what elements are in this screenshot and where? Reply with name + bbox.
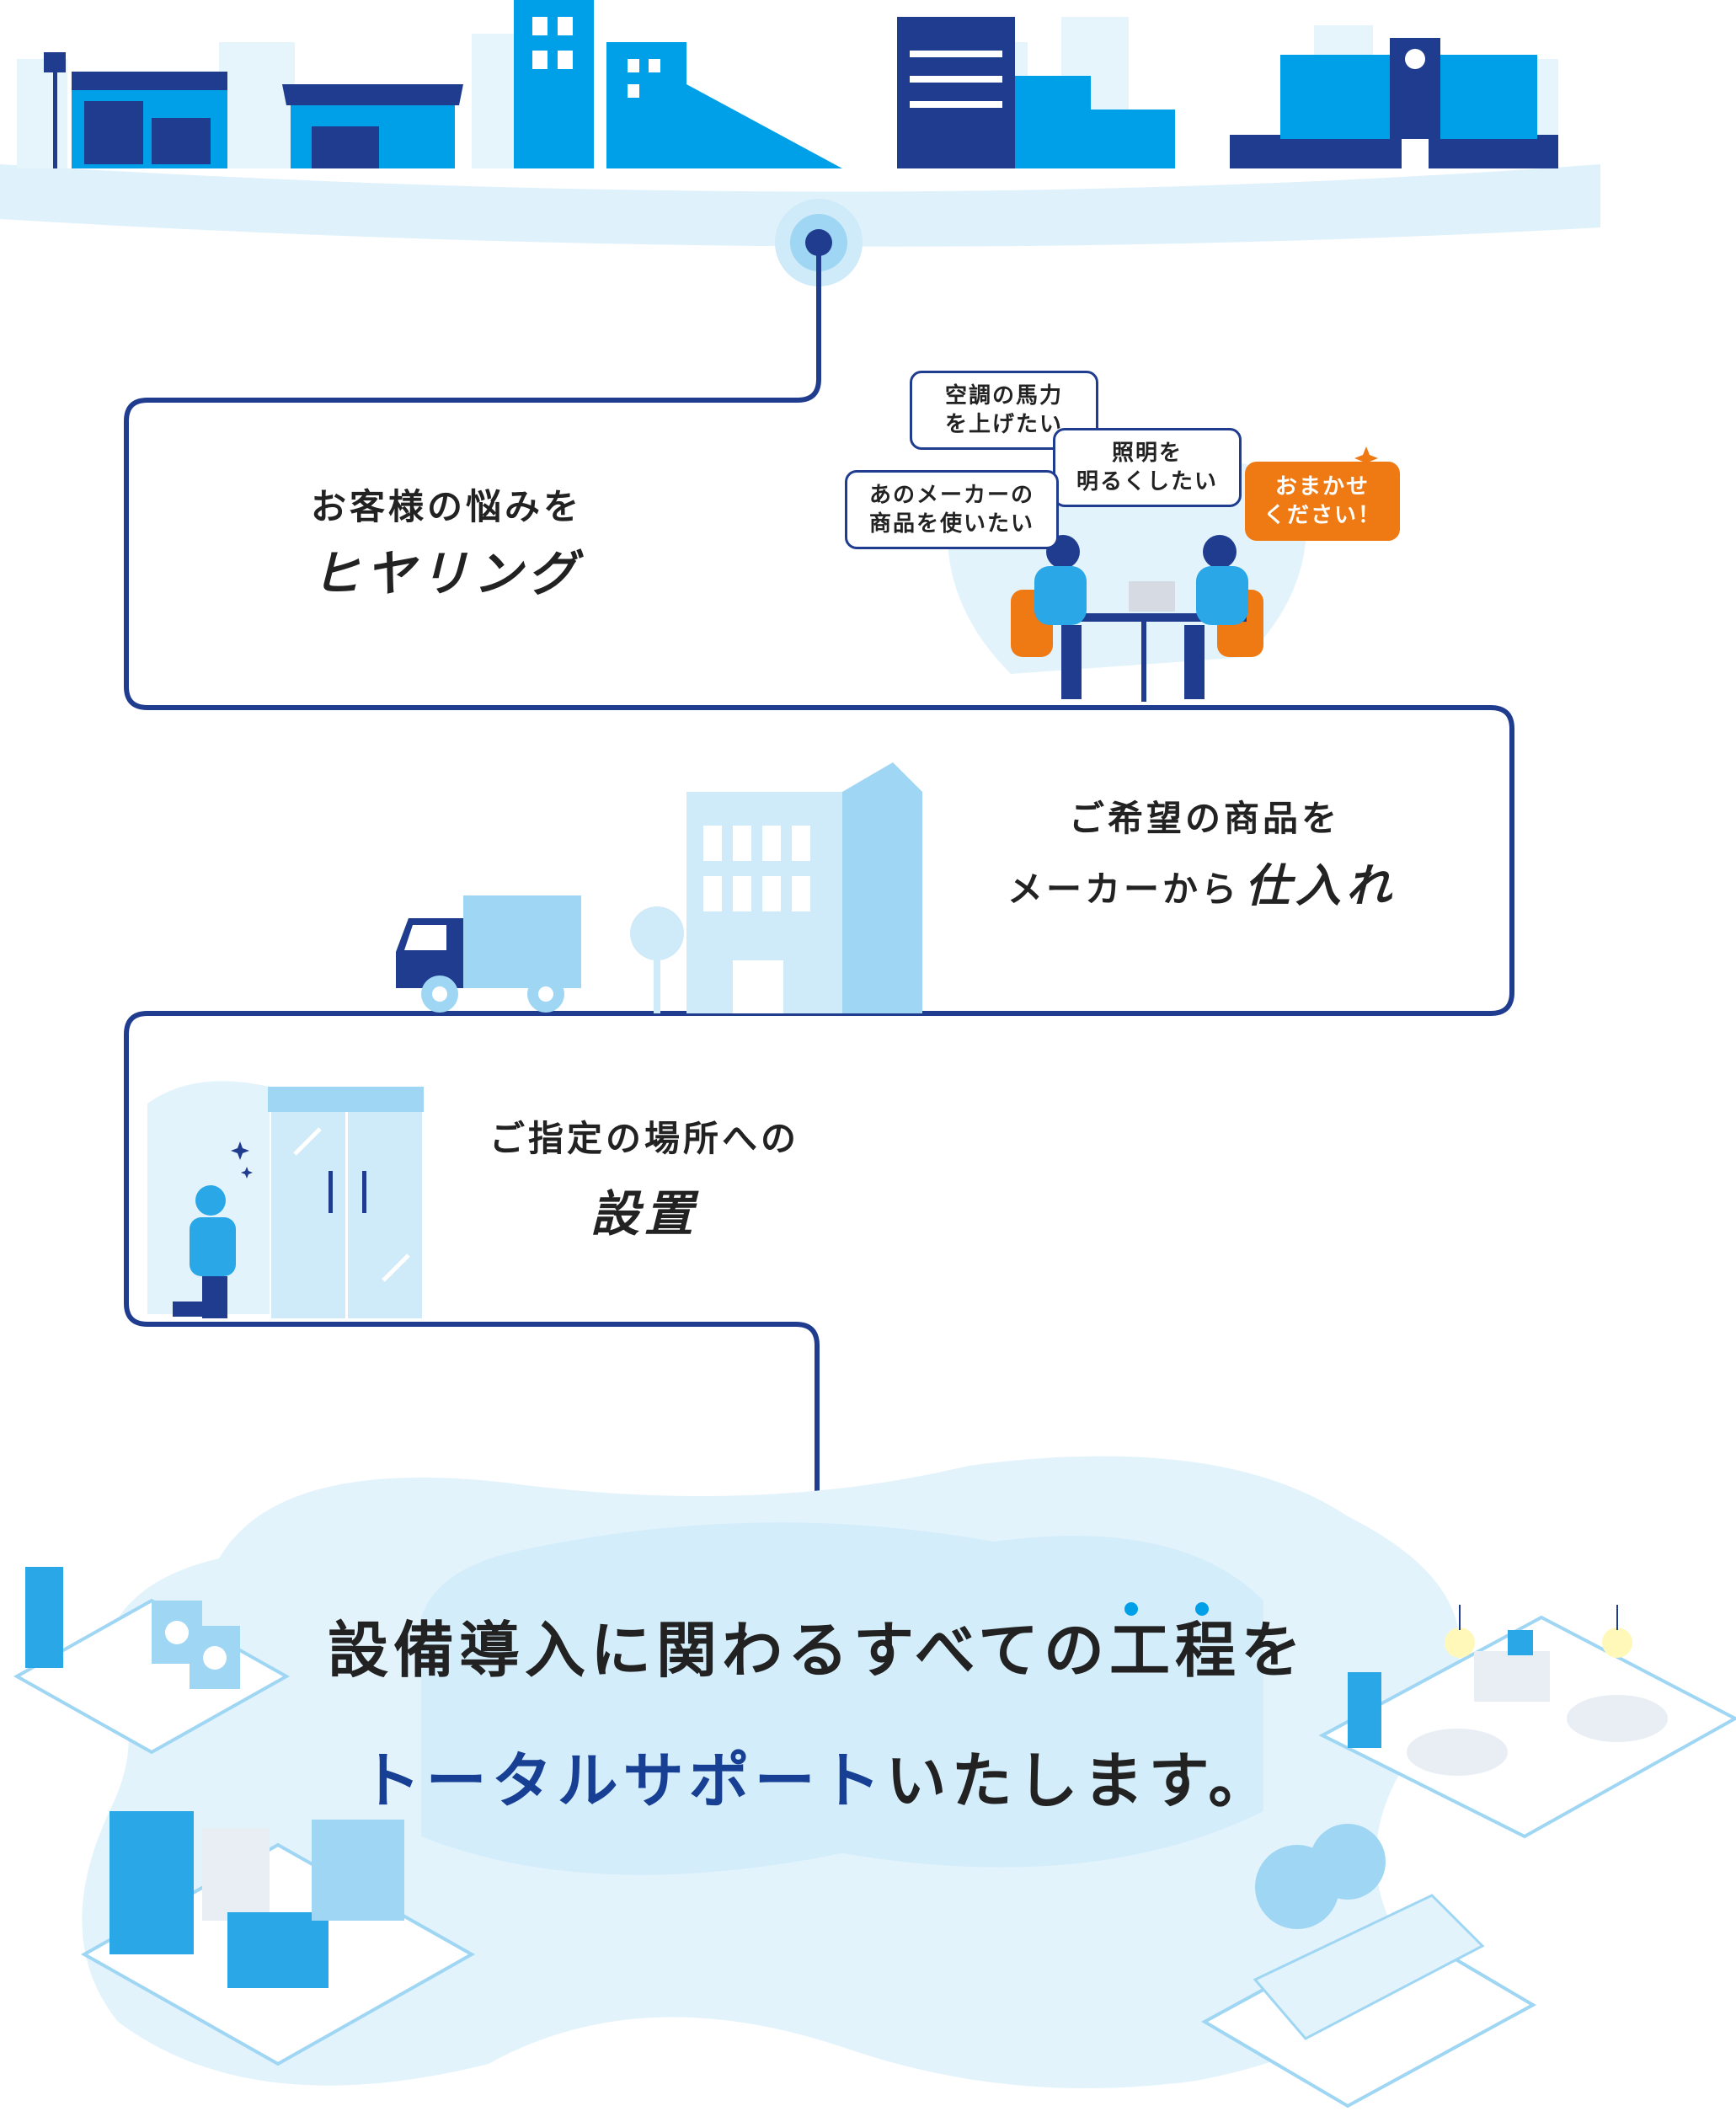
step-installation: ご指定の場所への 設置: [467, 1112, 821, 1248]
step-hearing-keyword: ヒヤリング: [306, 534, 587, 608]
greenhouse-illustration: [1200, 1824, 1537, 2109]
emphasis-dot: [1124, 1602, 1138, 1616]
step-procurement-line1: ご希望の商品を: [1068, 798, 1340, 839]
flow-path: [124, 243, 1514, 1558]
installation-illustration: [147, 1081, 424, 1318]
cafe-interior-illustration: [1318, 1605, 1736, 1839]
step-procurement-line2: メーカーから仕入れ: [994, 859, 1415, 917]
delivery-illustration: [396, 762, 922, 1013]
step-hearing-line1: お客様の悩みを: [310, 486, 582, 527]
step-procurement-prefix: メーカーから: [1007, 869, 1240, 910]
step-hearing: お客様の悩みを ヒヤリング: [278, 480, 615, 608]
city-skyline: [0, 0, 1600, 247]
step-installation-line1: ご指定の場所への: [489, 1118, 799, 1159]
speech-bubble-aircon: 空調の馬力 を上げたい: [910, 371, 1098, 450]
kitchen-illustration: [80, 1811, 476, 2066]
emphasis-dot: [1195, 1602, 1209, 1616]
final-message-line1: 設備導入に関わるすべての工程を: [327, 1615, 1307, 1686]
final-message-line2: トータルサポートいたします。: [253, 1731, 1381, 1820]
final-message-rest: いたします。: [885, 1745, 1274, 1816]
laundromat-illustration: [13, 1567, 291, 1755]
step-procurement: ご希望の商品を メーカーから仕入れ: [994, 792, 1415, 917]
final-message-accent: トータルサポート: [360, 1745, 886, 1816]
speech-bubble-lighting: 照明を 明るくしたい: [1053, 428, 1242, 507]
speech-bubble-omakase: おまかせ ください！: [1245, 462, 1400, 541]
speech-bubble-maker: あのメーカーの 商品を使いたい: [845, 470, 1059, 549]
step-procurement-keyword: 仕入れ: [1240, 859, 1402, 917]
step-installation-keyword: 設置: [585, 1174, 704, 1248]
